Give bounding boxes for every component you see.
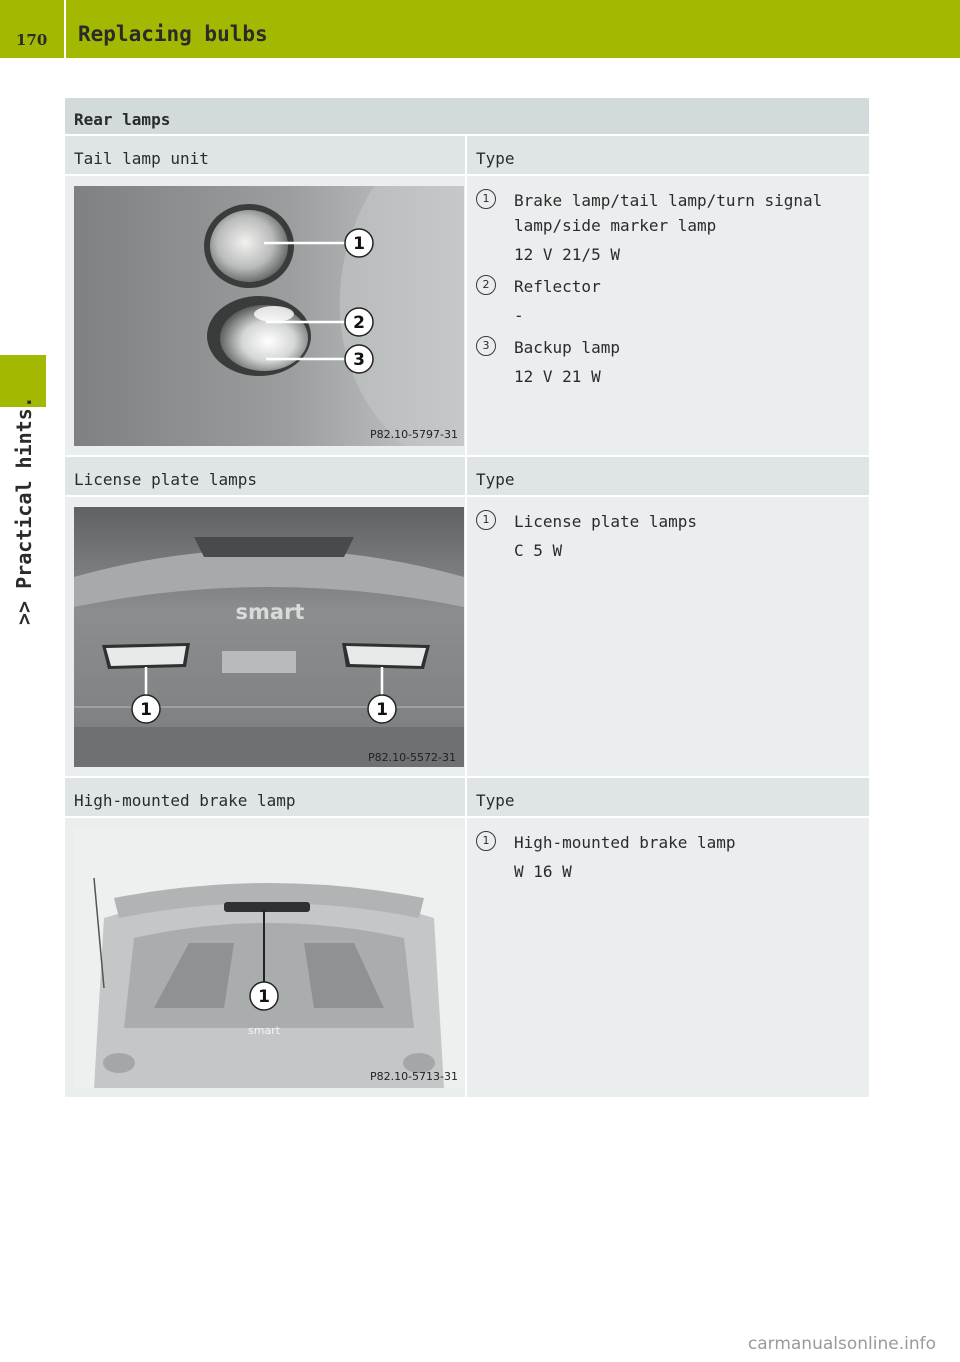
item-value: W 16 W [514,862,572,881]
callout-number: 3 [476,336,496,356]
table-row: 1 2 3 P82.10-5797-31 1 Brake lamp/tail l… [65,176,869,457]
item-value: 12 V 21/5 W [514,245,620,264]
column-header-type: Type [476,470,515,489]
high-mounted-brake-lamp-photo: smart 1 P82.10-5713-31 [74,828,464,1088]
rear-lamps-table: Rear lamps Tail lamp unit Type [65,98,869,1099]
callout-number: 1 [476,831,496,851]
svg-text:2: 2 [353,313,365,333]
table-row: smart 1 1 P82.10-5572-31 1 [65,497,869,778]
item-value: - [514,306,524,325]
svg-text:3: 3 [353,350,365,370]
tail-lamp-photo: 1 2 3 P82.10-5797-31 [74,186,464,446]
item-value: 12 V 21 W [514,367,601,386]
callout-number: 1 [476,510,496,530]
item-value: C 5 W [514,541,563,560]
table-row: smart 1 P82.10-5713-31 1 High-mounted br… [65,818,869,1099]
column-header-high-mounted-brake-lamp: High-mounted brake lamp [65,778,467,816]
section-tab-marker [0,355,46,407]
item-label: Reflector [514,277,601,296]
type-cell: 1 High-mounted brake lamp W 16 W [467,818,869,1097]
column-header-type: Type [476,149,515,168]
list-item: 1 License plate lamps [476,509,869,534]
photo-cell: smart 1 1 P82.10-5572-31 [65,497,467,776]
column-header-license-plate-lamps: License plate lamps [65,457,467,495]
photo-brand: smart [248,1024,281,1037]
page-header: 170 Replacing bulbs [0,0,960,58]
svg-text:1: 1 [353,234,365,254]
table-title: Rear lamps [65,98,869,136]
list-item: 1 Brake lamp/tail lamp/turn signal lamp/… [476,188,869,238]
type-cell: 1 License plate lamps C 5 W [467,497,869,776]
item-label: License plate lamps [514,512,698,531]
column-header-type: Type [476,791,515,810]
list-item: 3 Backup lamp [476,335,869,360]
section-tab-label: >> Practical hints. [12,396,36,625]
item-label: High-mounted brake lamp [514,833,736,852]
page-title: Replacing bulbs [78,22,268,46]
license-plate-lamps-photo: smart 1 1 P82.10-5572-31 [74,507,464,767]
callout-number: 2 [476,275,496,295]
list-item: 2 Reflector [476,274,869,299]
photo-cell: 1 2 3 P82.10-5797-31 [65,176,467,455]
photo-code: P82.10-5713-31 [370,1070,458,1083]
photo-cell: smart 1 P82.10-5713-31 [65,818,467,1097]
svg-text:1: 1 [140,700,152,720]
watermark: carmanualsonline.info [747,1334,936,1354]
type-cell: 1 Brake lamp/tail lamp/turn signal lamp/… [467,176,869,455]
photo-code: P82.10-5572-31 [368,751,456,764]
table-header-row: License plate lamps Type [65,457,869,497]
svg-text:1: 1 [258,987,270,1007]
page-number: 170 [16,31,48,49]
item-label: Brake lamp/tail lamp/turn signal lamp/si… [514,191,823,235]
table-header-row: High-mounted brake lamp Type [65,778,869,818]
svg-text:1: 1 [376,700,388,720]
photo-brand: smart [236,600,305,624]
list-item: 1 High-mounted brake lamp [476,830,869,855]
callout-number: 1 [476,189,496,209]
item-label: Backup lamp [514,338,620,357]
photo-code: P82.10-5797-31 [370,428,458,441]
column-header-tail-lamp-unit: Tail lamp unit [65,136,467,174]
header-divider [64,0,66,58]
table-header-row: Tail lamp unit Type [65,136,869,176]
